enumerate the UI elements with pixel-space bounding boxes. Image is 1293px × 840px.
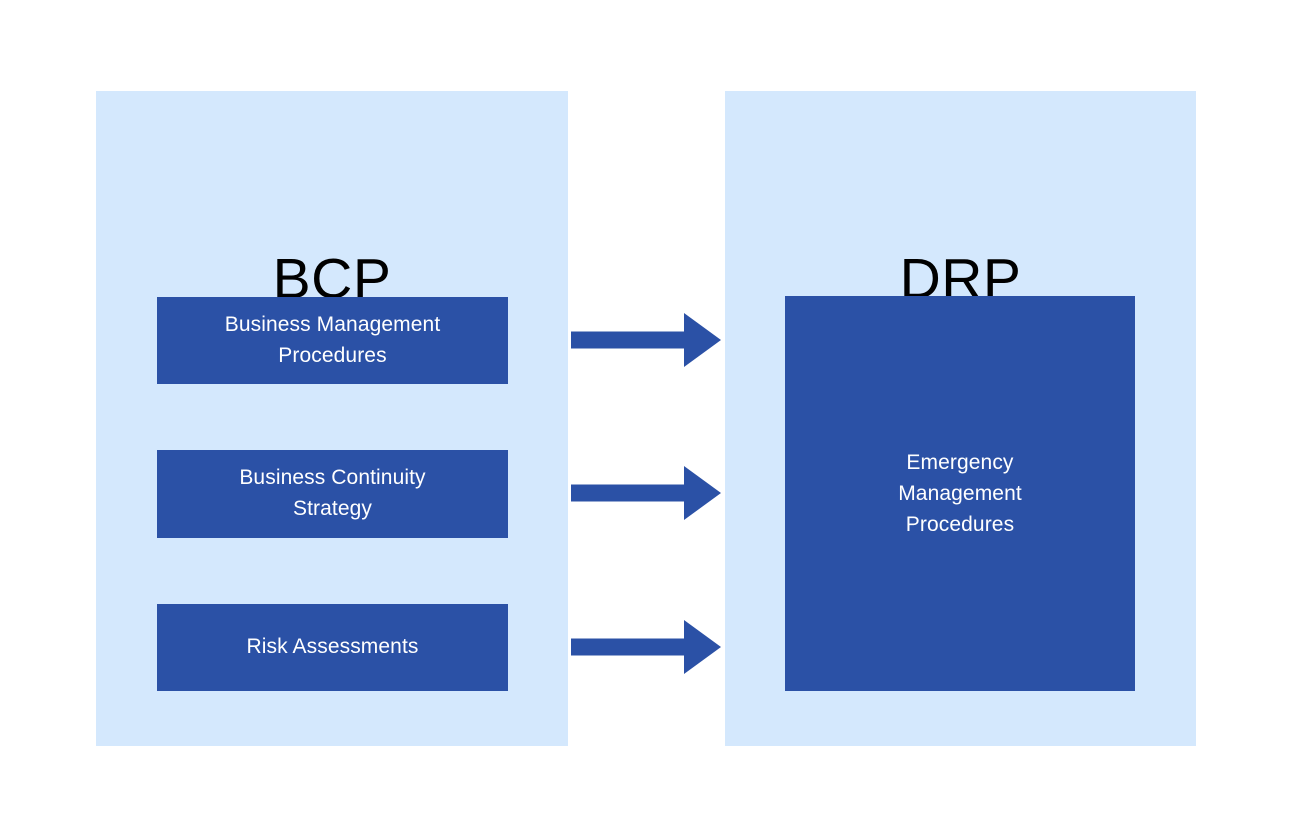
box-risk-assessments-label: Risk Assessments (246, 635, 419, 659)
box-emergency-management-procedures-label: Emergency Management Procedures (898, 450, 1022, 537)
box-business-continuity-strategy[interactable]: Business Continuity Strategy (157, 450, 508, 538)
box-business-continuity-strategy-label: Business Continuity Strategy (239, 466, 426, 520)
arrow-bmp-to-emp-icon (571, 313, 721, 367)
box-risk-assessments[interactable]: Risk Assessments (157, 604, 508, 691)
arrow-ra-to-emp-icon (571, 620, 721, 674)
arrow-bcs-to-emp-icon (571, 466, 721, 520)
box-emergency-management-procedures[interactable]: Emergency Management Procedures (785, 296, 1135, 691)
box-business-management-procedures-label: Business Management Procedures (224, 312, 441, 367)
box-business-management-procedures[interactable]: Business Management Procedures (157, 297, 508, 384)
